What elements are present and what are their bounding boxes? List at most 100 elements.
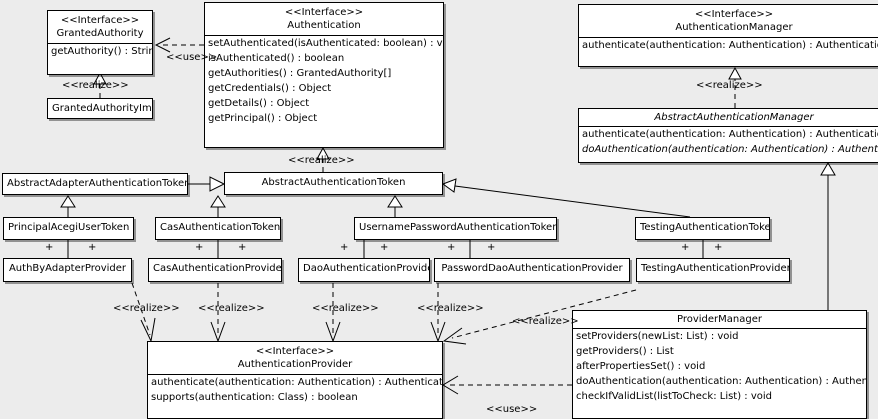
class-authentication-provider[interactable]: <<Interface>> AuthenticationProvider aut… [147, 341, 443, 419]
label-realize-grantedauthorityimpl: <<realize>> [62, 80, 129, 91]
member-list: setProviders(newList: List) : void getPr… [573, 329, 866, 404]
class-principal-acegi-user-token[interactable]: PrincipalAcegiUserToken [3, 217, 134, 240]
class-name: UsernamePasswordAuthenticationToken [359, 222, 557, 233]
member-row: doAuthentication(authentication: Authent… [582, 144, 878, 155]
member-row: getAuthorities() : GrantedAuthority[] [208, 68, 392, 79]
divider [579, 37, 878, 38]
class-name: GrantedAuthorityImpl [52, 103, 153, 114]
multiplicity-plus: + [45, 242, 54, 253]
class-granted-authority-impl[interactable]: GrantedAuthorityImpl [47, 98, 153, 119]
multiplicity-plus: + [238, 242, 247, 253]
open-arrow-testing [442, 327, 467, 345]
member-row: getAuthority() : String [51, 46, 153, 57]
member-row: setAuthenticated(isAuthenticated: boolea… [208, 38, 444, 49]
member-row: isAuthenticated() : boolean [208, 53, 345, 64]
hollow-triangle-authenticationmanager [728, 66, 742, 80]
class-name: DaoAuthenticationProvider [303, 263, 430, 274]
hollow-triangle-abstractauthtoken-upat [387, 195, 403, 208]
hollow-triangle-abstractauthenticationmanager [820, 162, 836, 176]
class-name: PasswordDaoAuthenticationProvider [441, 263, 623, 274]
class-name: GrantedAuthority [56, 28, 144, 39]
divider [48, 43, 152, 44]
class-authentication-manager[interactable]: <<Interface>> AuthenticationManager auth… [578, 4, 878, 67]
class-name: AuthByAdapterProvider [8, 263, 127, 274]
open-arrow-passworddao [430, 321, 446, 343]
multiplicity-plus: + [340, 242, 349, 253]
hollow-triangle-abstractauthtoken-testing [441, 178, 457, 193]
label-use-providermanager-authenticationprovider: <<use>> [486, 404, 538, 415]
member-list: authenticate(authentication: Authenticat… [579, 38, 878, 53]
hollow-triangle-abstractauthenticationtoken-left [209, 176, 226, 192]
member-row: afterPropertiesSet() : void [576, 361, 706, 372]
member-row: authenticate(authentication: Authenticat… [582, 129, 878, 140]
multiplicity-plus: + [447, 242, 456, 253]
class-granted-authority[interactable]: <<Interface>> GrantedAuthority getAuthor… [47, 10, 153, 75]
member-row: doAuthentication(authentication: Authent… [576, 376, 866, 387]
class-auth-by-adapter-provider[interactable]: AuthByAdapterProvider [3, 258, 132, 282]
stereotype-label: <<Interface>> [255, 346, 335, 357]
member-list: authenticate(authentication: Authenticat… [579, 127, 878, 157]
class-name: AbstractAuthenticationManager [654, 112, 814, 123]
class-name: ProviderManager [676, 314, 762, 325]
member-list: setAuthenticated(isAuthenticated: boolea… [205, 36, 443, 126]
class-cas-authentication-provider[interactable]: CasAuthenticationProvider [148, 258, 282, 282]
class-authentication[interactable]: <<Interface>> Authentication setAuthenti… [204, 2, 444, 148]
open-arrow-authbyadapter [140, 317, 156, 343]
label-realize-authbyadapterprovider: <<realize>> [113, 303, 180, 314]
open-arrow-cas [210, 321, 226, 343]
class-name: AuthenticationManager [675, 22, 793, 33]
member-row: supports(authentication: Class) : boolea… [151, 392, 358, 403]
label-realize-testingauthenticationprovider: <<realize>> [512, 316, 579, 327]
generalization-connector-testingauthenticationtoken [454, 185, 691, 218]
divider [205, 35, 443, 36]
class-name: Authentication [287, 20, 361, 31]
divider [148, 374, 442, 375]
class-name: AuthenticationProvider [237, 359, 353, 370]
member-row: getDetails() : Object [208, 98, 310, 109]
stereotype-label: <<Interface>> [60, 15, 140, 26]
open-arrow-authenticationprovider [442, 375, 459, 395]
member-row: checkIfValidList(listToCheck: List) : vo… [576, 391, 773, 402]
hollow-triangle-abstractauthtoken-cas [210, 195, 226, 208]
label-realize-casauthenticationprovider: <<realize>> [198, 303, 265, 314]
member-row: setProviders(newList: List) : void [576, 331, 739, 342]
label-realize-abstractauthenticationmanager: <<realize>> [696, 80, 763, 91]
class-name: TestingAuthenticationToken [640, 222, 770, 233]
multiplicity-plus: + [380, 242, 389, 253]
divider [579, 126, 878, 127]
class-abstract-adapter-authentication-token[interactable]: AbstractAdapterAuthenticationToken [2, 173, 188, 195]
class-dao-authentication-provider[interactable]: DaoAuthenticationProvider [298, 258, 430, 282]
class-abstract-authentication-token[interactable]: AbstractAuthenticationToken [224, 172, 443, 195]
member-list: authenticate(authentication: Authenticat… [148, 375, 442, 405]
open-arrow-dao [325, 321, 341, 343]
class-testing-authentication-provider[interactable]: TestingAuthenticationProvider [636, 258, 790, 282]
multiplicity-plus: + [195, 242, 204, 253]
label-realize-abstractauthenticationtoken: <<realize>> [288, 155, 355, 166]
multiplicity-plus: + [681, 242, 690, 253]
class-testing-authentication-token[interactable]: TestingAuthenticationToken [635, 217, 770, 240]
class-provider-manager[interactable]: ProviderManager setProviders(newList: Li… [572, 310, 867, 419]
label-realize-daoauthenticationprovider: <<realize>> [312, 303, 379, 314]
member-row: getProviders() : List [576, 346, 674, 357]
class-name: AbstractAuthenticationToken [261, 177, 406, 188]
hollow-triangle-abstractadapter [60, 195, 76, 208]
class-name: CasAuthenticationToken [160, 222, 281, 233]
stereotype-label: <<Interface>> [284, 7, 364, 18]
multiplicity-plus: + [88, 242, 97, 253]
label-use-authentication-grantedauthority: <<use>> [166, 52, 218, 63]
stereotype-label: <<Interface>> [694, 9, 774, 20]
class-abstract-authentication-manager[interactable]: AbstractAuthenticationManager authentica… [578, 108, 878, 163]
member-row: getPrincipal() : Object [208, 113, 318, 124]
member-row: getCredentials() : Object [208, 83, 332, 94]
divider [573, 328, 866, 329]
member-list: getAuthority() : String [48, 44, 152, 59]
class-name: CasAuthenticationProvider [153, 263, 282, 274]
multiplicity-plus: + [714, 242, 723, 253]
label-realize-passworddaoauthenticationprovider: <<realize>> [417, 303, 484, 314]
class-password-dao-authentication-provider[interactable]: PasswordDaoAuthenticationProvider [434, 258, 630, 282]
class-username-password-authentication-token[interactable]: UsernamePasswordAuthenticationToken [354, 217, 557, 240]
class-name: AbstractAdapterAuthenticationToken [7, 178, 188, 189]
member-row: authenticate(authentication: Authenticat… [151, 377, 443, 388]
class-cas-authentication-token[interactable]: CasAuthenticationToken [155, 217, 281, 240]
